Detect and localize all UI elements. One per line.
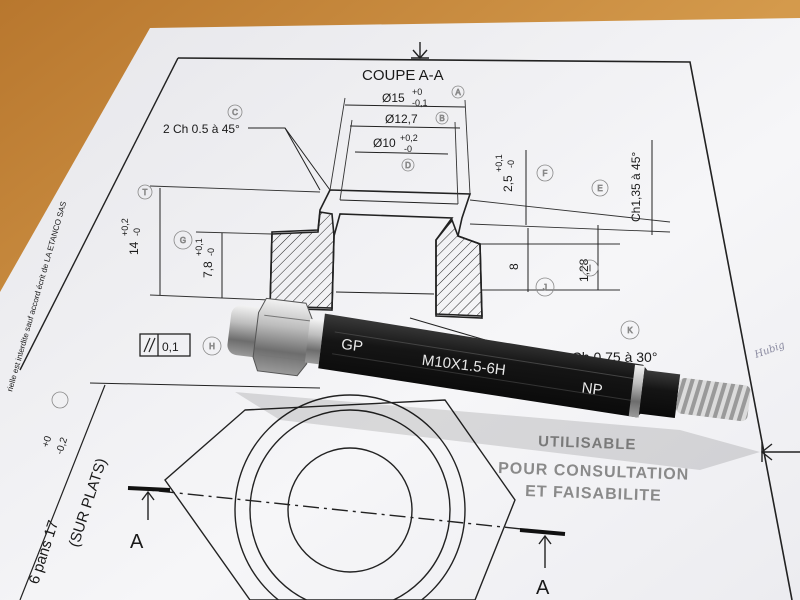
parallel-tol-value: 0,1: [162, 340, 179, 354]
gauge-nogo-thread: [676, 378, 751, 422]
gauge-nogo-label: NP: [581, 380, 604, 399]
balloon-letter: T: [143, 188, 148, 197]
thread-plug-gauge: GP M10X1.5-6H NP: [227, 297, 751, 422]
balloon-letter: G: [180, 236, 186, 245]
part-section: [269, 189, 483, 319]
dim-25-tol-low: -0: [506, 160, 516, 168]
balloon-letter: E: [597, 184, 602, 193]
dim-14-tol-low: -0: [132, 228, 142, 236]
dim-d10-tol-up: +0,2: [400, 133, 418, 143]
dim-d10: Ø10: [373, 136, 396, 150]
balloon-letter: K: [627, 326, 633, 335]
balloon-letter: J: [543, 283, 547, 292]
stamp-line-2: POUR CONSULTATION: [498, 460, 690, 484]
dim-78-tol-up: +0,1: [194, 238, 204, 256]
drawing-frame-left: [19, 57, 179, 371]
gauge-hex-nut: [252, 297, 313, 377]
balloon-letter: F: [543, 169, 548, 178]
dim-14-tol-up: +0,2: [120, 218, 130, 236]
balloon-letter: B: [439, 114, 444, 123]
gauge-handle: [318, 313, 648, 418]
dim-d15: Ø15: [382, 91, 405, 105]
chamfer-top-label: 2 Ch 0.5 à 45°: [163, 122, 240, 136]
dim-78-tol-low: -0: [206, 248, 216, 256]
hex-view: [164, 394, 516, 600]
drawing-frame: [177, 57, 793, 600]
section-mark-bottom: A: [536, 577, 550, 599]
dim-8: 8: [507, 263, 521, 270]
stamp-line-3: ET FAISABILITE: [525, 483, 662, 505]
section-mark-left: A: [130, 531, 144, 553]
parallelism-frame: 0,1: [139, 333, 191, 357]
dim-d10-tol-low: -0: [404, 144, 412, 154]
consultation-stamp: UTILISABLE POUR CONSULTATION ET FAISABIL…: [498, 433, 690, 505]
dim-78: 7,8: [201, 261, 215, 278]
balloon-letter: H: [209, 342, 215, 351]
gauge-go-label: GP: [340, 336, 364, 356]
chamfer-right-label: Ch1,35 à 45°: [629, 152, 643, 222]
reference-balloons: C A B D T G F E I J H K: [51, 85, 640, 409]
dim-25-tol-up: +0,1: [494, 154, 504, 172]
balloon-letter: D: [405, 161, 411, 170]
view-arrow-icon: [411, 42, 429, 60]
stamp-line-1: UTILISABLE: [538, 433, 637, 453]
balloon-letter: I: [589, 264, 591, 273]
dim-25: 2,5: [501, 175, 515, 192]
side-arrow-icon: [760, 442, 800, 462]
paper-sheet: [0, 18, 800, 600]
dim-d15-tol-up: +0: [412, 87, 422, 97]
hex-tol-up: +0: [40, 434, 54, 449]
section-title: COUPE A-A: [362, 67, 444, 84]
dim-d12: Ø12,7: [385, 112, 418, 126]
balloon-letter: A: [455, 88, 461, 97]
hex-tol-low: -0,2: [54, 436, 70, 456]
dim-d15-tol-low: -0,1: [412, 98, 428, 108]
dim-14: 14: [127, 241, 141, 255]
dim-128: 1,28: [577, 258, 591, 282]
balloon-letter: C: [232, 108, 238, 117]
